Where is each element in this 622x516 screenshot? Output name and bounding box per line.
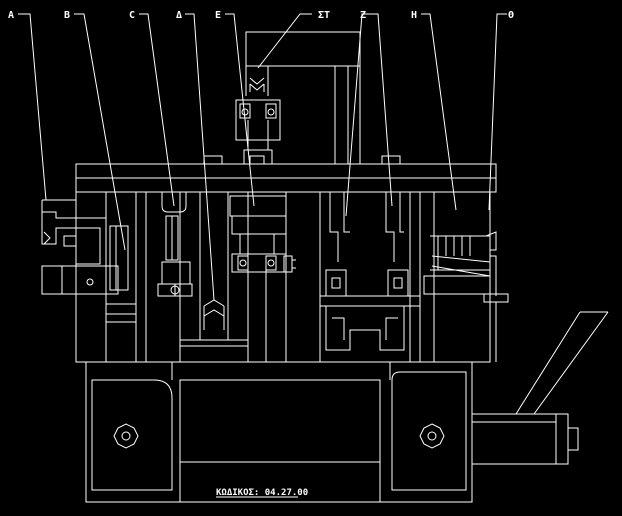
center-left-column (157, 192, 248, 347)
callout-label-c: C (129, 10, 135, 21)
callout-label-delta: Δ (176, 10, 182, 21)
leader-lines (18, 13, 507, 301)
right-mechanism (423, 231, 509, 362)
callout-label-sigma-tau: ΣΤ (318, 10, 330, 21)
right-center-clamps (319, 192, 421, 351)
callout-label-e: E (215, 10, 221, 21)
upper-column (203, 31, 401, 165)
left-clamp (41, 199, 137, 323)
callout-label-h: H (411, 10, 417, 21)
base-block (85, 361, 473, 503)
side-cylinder (471, 311, 609, 465)
callout-label-a: A (8, 10, 14, 21)
top-plate (75, 163, 497, 193)
part-code-label: ΚΩΔΙΚΟΣ: 04.27.00 (216, 488, 308, 498)
callout-label-theta: Θ (508, 10, 514, 21)
center-clamp (229, 195, 296, 273)
callout-label-z: Z (360, 10, 366, 21)
callout-label-b: B (64, 10, 70, 21)
main-body (75, 191, 491, 363)
